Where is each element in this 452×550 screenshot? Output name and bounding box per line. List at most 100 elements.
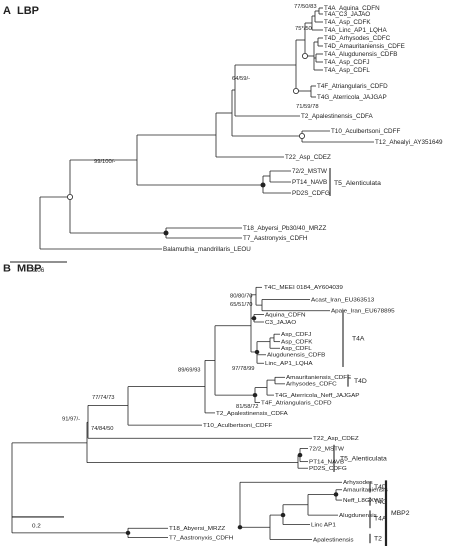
panel-a-support: 77/50/83 75*/50 64/59/- 71/59/78 99/100/… [94,4,319,165]
panel-a: A LBP [3,4,443,274]
taxon-label: T18_Abyersi_MRZZ [169,525,226,532]
support-value: 97/78/99 [232,366,255,372]
taxon-label: Linc_AP1_LQHA [265,360,314,367]
taxon-label: T4A_Linc_AP1_LQHA [324,27,387,34]
taxon-label: Linc AP1 [311,521,336,528]
taxon-label: T4A_Alugdunensis_CDFB [324,51,398,58]
panel-b-clade-bars: T4A T4D T5_Alenticulata T4D T4G T4A T2 M… [333,309,410,547]
mbp2-label: MBP2 [391,510,410,517]
clade-label: T2 [374,536,382,543]
clade-label: T5_Alenticulata [340,456,387,463]
clade-label: T4D [354,378,367,385]
taxon-label: T10_Aculbertsoni_CDFF [331,128,400,135]
clade-label: T4D [374,484,387,491]
support-value: 89/69/93 [178,368,201,374]
taxon-label: T4G_Aterricola_Neff_JAJGAP [275,392,359,399]
taxon-label: Aquina_CDFN [265,312,306,319]
clade-label: T4A [352,336,365,343]
panel-b-filled-node [333,492,339,497]
panel-a-open-node [301,53,308,60]
taxon-label: T4D_Amauritaniensis_CDFE [324,43,405,50]
panel-a-filled-node [260,182,266,188]
panel-a-title: LBP [17,5,39,17]
panel-b-taxa: T4C_MEEI 0184_AY604039 Acast_Iran_EU3635… [169,284,395,543]
taxon-label: Amauritaniensis_CDFE [286,374,351,381]
clade-label: T4A [374,516,387,523]
taxon-label: T4F_Atriangularis_CDFD [317,83,388,90]
support-value: 65/51/70 [230,302,253,308]
taxon-label: Neff_L8GXW7 [343,497,384,504]
support-value: 64/59/- [232,76,250,82]
panel-b-filled-node [280,512,286,518]
panel-b-filled-node [254,349,260,355]
support-value: 80/80/70 [230,294,253,300]
taxon-label: Arhysodes [343,479,373,486]
taxon-label: T12_Ahealyi_AY351649 [375,139,443,146]
taxon-label: T4F_Atriangularis_CDFD [261,400,332,407]
support-value: 91/97/- [62,417,80,423]
panel-a-branches [39,7,374,250]
taxon-label: T7_Aastronyxis_CDFH [243,235,308,242]
taxon-label: Alugdunensis_CDFB [267,352,325,359]
panel-a-filled-node [163,230,169,236]
scale-label: 0.06 [32,267,45,274]
support-value: 75*/50 [295,26,312,32]
taxon-label: Asp_CDFL [281,345,312,352]
panel-b-branches [11,286,342,540]
panel-b-title: MBP [17,263,41,275]
taxon-label: 72/2_MSTW [309,446,344,453]
panel-b-letter: B [3,263,11,275]
taxon-label: Apale_Iran_EU678895 [331,308,395,315]
taxon-label: Amauritaniensis [343,487,388,494]
taxon-label: T10_Aculbertsoni_CDFF [203,422,272,429]
panel-b-support: 80/80/70 65/51/70 97/78/99 89/69/93 81/5… [62,294,259,432]
taxon-label: Alugdunensis [339,512,377,519]
taxon-label: PD2S_CDFG [292,190,330,197]
taxon-label: PT14_NAVB [292,179,327,186]
clade-label: T4G [374,499,387,506]
taxon-label: T4A_Asp_CDFJ [324,59,370,66]
panel-a-open-node [67,193,74,200]
taxon-label: T4A_Asp_CDFK [324,19,371,26]
taxon-label: T18_Abyersi_Pb30/40_MRZZ [243,225,326,232]
panel-a-open-node [298,132,305,139]
panel-a-taxa: T4A_Aquina_CDFN T4A_C3_JAJAO T4A_Asp_CDF… [163,5,443,253]
taxon-label: T2_Apalestinensis_CDFA [216,410,289,417]
taxon-label: Apalestinensis [313,536,354,543]
taxon-label: T7_Aastronyxis_CDFH [169,535,233,542]
taxon-label: Acast_Iran_EU363513 [311,297,375,304]
taxon-label: T2_Apalestinensis_CDFA [301,113,374,120]
support-value: 77/50/83 [294,4,317,10]
panel-b: B MBP [3,263,410,547]
panel-b-filled-node [237,525,243,530]
taxon-label: T4A_Aquina_CDFN [324,5,380,12]
taxon-label: T4D_Arhysodes_CDFC [324,35,391,42]
panel-b-filled-node [125,530,131,536]
taxon-label: T4C_MEEI 0184_AY604039 [264,284,344,291]
support-value: 81/58/72 [236,404,259,410]
taxon-label: T4A_C3_JAJAO [324,11,370,18]
taxon-label: T22_Asp_CDEZ [285,154,331,161]
taxon-label: Arhysodes_CDFC [286,381,337,388]
taxon-label: T4A_Asp_CDFL [324,67,370,74]
panel-a-open-node [292,88,299,95]
taxon-label: T4G_Aterricola_JAJGAP [317,94,387,101]
support-value: 71/59/78 [296,104,319,110]
clade-label: T5_Alenticulata [334,180,381,187]
taxon-label: C3_JAJAO [265,319,296,326]
taxon-label: T22_Asp_CDEZ [313,435,359,442]
support-value: 99/100/- [94,159,115,165]
panel-b-filled-node [297,452,303,458]
panel-b-filled-node [251,316,257,321]
taxon-label: 72/2_MSTW [292,168,327,175]
panel-a-node-markers [67,53,308,236]
taxon-label: Balamuthia_mandrillaris_LEOU [163,246,251,253]
taxon-label: PT14_NAVB [309,459,344,466]
panel-a-letter: A [3,5,11,17]
support-value: 77/74/73 [92,395,115,401]
taxon-label: Asp_CDFJ [281,331,311,338]
support-value: 74/84/50 [91,426,114,432]
panel-b-filled-node [252,392,258,398]
